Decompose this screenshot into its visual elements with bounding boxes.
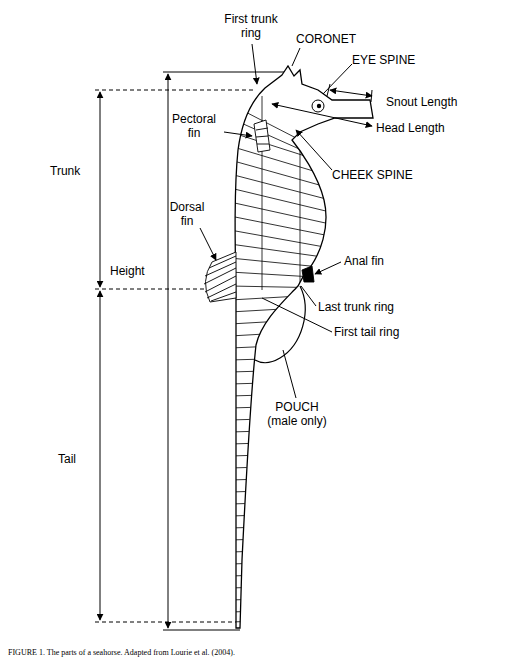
- part-label: Head Length: [376, 121, 445, 135]
- part-label: First trunk ring: [216, 12, 286, 40]
- tail-rings: [230, 296, 300, 622]
- part-label: Snout Length: [386, 95, 457, 109]
- part-label: Anal fin: [344, 254, 384, 268]
- part-label: POUCH (male only): [262, 400, 332, 428]
- part-label: Height: [110, 264, 145, 278]
- leader-lines: [200, 44, 372, 398]
- part-label: Pectoral fin: [164, 112, 224, 140]
- pupil: [317, 104, 321, 108]
- part-label: CORONET: [296, 32, 356, 46]
- part-label: CHEEK SPINE: [332, 168, 413, 182]
- part-label: Tail: [58, 452, 76, 466]
- fins: [204, 120, 314, 302]
- part-label: Last trunk ring: [318, 300, 394, 314]
- body-rings: [230, 96, 330, 290]
- part-label: EYE SPINE: [352, 53, 415, 67]
- eye: [312, 100, 324, 112]
- figure-caption: FIGURE 1. The parts of a seahorse. Adapt…: [8, 648, 502, 658]
- part-label: Trunk: [50, 164, 80, 178]
- seahorse-body: [235, 66, 373, 628]
- part-label: Dorsal fin: [162, 200, 212, 228]
- part-label: First tail ring: [334, 325, 399, 339]
